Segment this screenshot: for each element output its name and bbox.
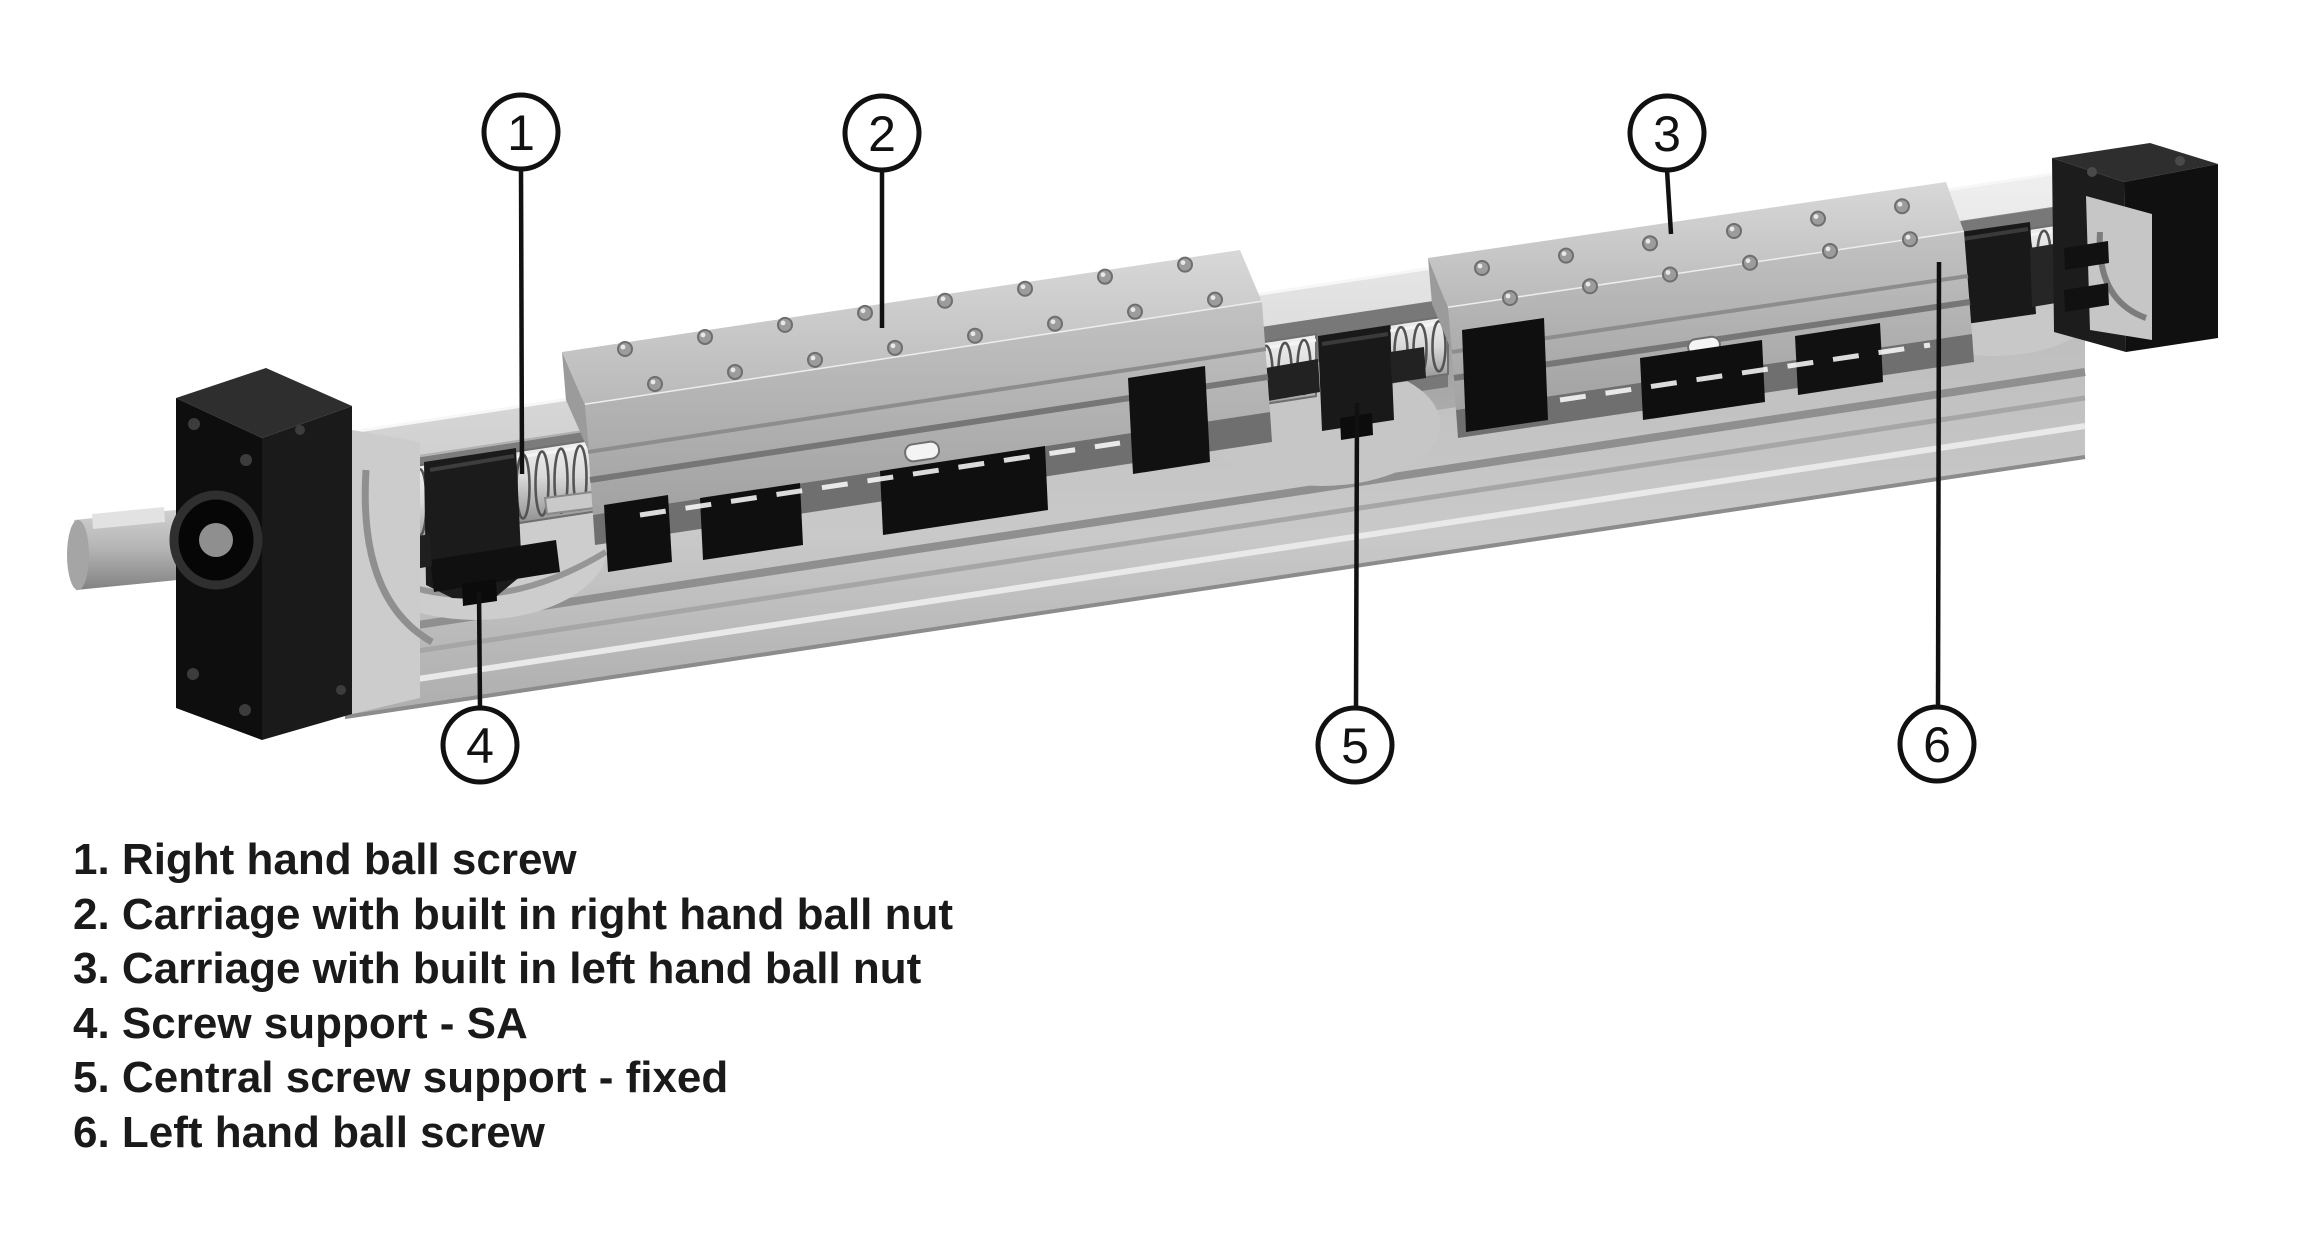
left-end-block xyxy=(67,368,434,740)
callout-2-bubble xyxy=(842,93,922,173)
callout-6-leader-line xyxy=(1935,261,1942,708)
carriage2-bearing-block-mid1 xyxy=(700,483,803,560)
left-block-top-face xyxy=(176,368,352,438)
callout-4-number: 4 xyxy=(466,718,494,774)
screw-support-sa xyxy=(396,448,560,606)
rail-cut-inner-arc xyxy=(361,469,434,646)
callout-3: 3 xyxy=(1627,93,1707,235)
legend-item-3: 3. Carriage with built in left hand ball… xyxy=(73,944,922,993)
carriage3-bearing-block-left xyxy=(1462,318,1548,432)
rail-cut-face-left xyxy=(352,430,420,714)
callout-5-number: 5 xyxy=(1341,718,1369,774)
left-block-side-face xyxy=(262,406,352,740)
legend-item-4: 4. Screw support - SA xyxy=(73,998,528,1048)
carriage3-top-face xyxy=(1428,182,1964,308)
rail-groove-highlight xyxy=(344,423,2086,693)
callout-1: 1 xyxy=(481,92,561,475)
carriage3-end-face xyxy=(1428,258,1452,352)
callout-3-leader-line xyxy=(1664,169,1674,235)
right-block-tab1 xyxy=(2064,241,2109,270)
right-block-top-face xyxy=(2052,143,2218,182)
callout-1-leader-line xyxy=(518,168,525,475)
legend-item-5: 5. Central screw support - fixed xyxy=(73,1053,729,1102)
carriage-right-hand-nut xyxy=(562,250,1272,572)
rail-bottom-edge xyxy=(344,455,2086,719)
legend-item-6: 6. Left hand ball screw xyxy=(73,1107,545,1157)
callout-2: 2 xyxy=(842,93,922,328)
callout-3-bubble xyxy=(1627,93,1707,173)
carriage-left-hand-nut xyxy=(1428,182,1974,438)
callout-3-number: 3 xyxy=(1653,106,1681,162)
callout-6: 6 xyxy=(1897,261,1977,784)
legend-item-2: 2. Carriage with built in right hand bal… xyxy=(73,889,954,939)
callout-6-bubble xyxy=(1897,704,1977,784)
right-block-tab2 xyxy=(2064,283,2109,312)
rail-groove-dark xyxy=(344,368,2086,640)
callout-5-leader-line xyxy=(1353,402,1360,709)
carriage2-sensor-insert xyxy=(904,440,941,463)
callout-1-bubble xyxy=(481,92,561,172)
legend: 1. Right hand ball screw 2. Carriage wit… xyxy=(73,833,953,1160)
carriage2-bearing-block-mid2 xyxy=(880,446,1048,535)
callout-5: 5 xyxy=(1315,402,1395,785)
carriage2-bearing-block-right xyxy=(1128,366,1210,474)
carriage3-reflection xyxy=(1559,342,1931,403)
callouts-layer: 1 2 3 4 5 6 xyxy=(440,92,1977,785)
carriage2-seam xyxy=(587,347,1267,454)
right-end-block xyxy=(2052,143,2218,352)
legend-item-1: 1. Right hand ball screw xyxy=(73,835,577,884)
rail-groove-mid xyxy=(344,395,2086,665)
carriage2-side-face xyxy=(585,302,1270,515)
carriage2-mount-holes xyxy=(617,256,1223,392)
carriage2-bearing-block-left xyxy=(604,495,672,572)
callout-4: 4 xyxy=(440,591,520,785)
callout-5-bubble xyxy=(1315,705,1395,785)
carriage3-mount-holes xyxy=(1474,198,1918,306)
callout-4-bubble xyxy=(440,705,520,785)
callout-1-number: 1 xyxy=(507,105,535,161)
shaft-stub xyxy=(199,523,233,557)
callout-2-number: 2 xyxy=(868,106,896,162)
shaft-end-cap xyxy=(67,520,89,590)
shaft-key-flat xyxy=(92,507,165,529)
callout-4-leader-line xyxy=(476,591,483,709)
carriage3-side-face xyxy=(1448,232,1972,410)
callout-6-number: 6 xyxy=(1923,717,1951,773)
carriage2-end-face xyxy=(562,352,589,452)
carriage2-reflection xyxy=(639,440,1121,518)
